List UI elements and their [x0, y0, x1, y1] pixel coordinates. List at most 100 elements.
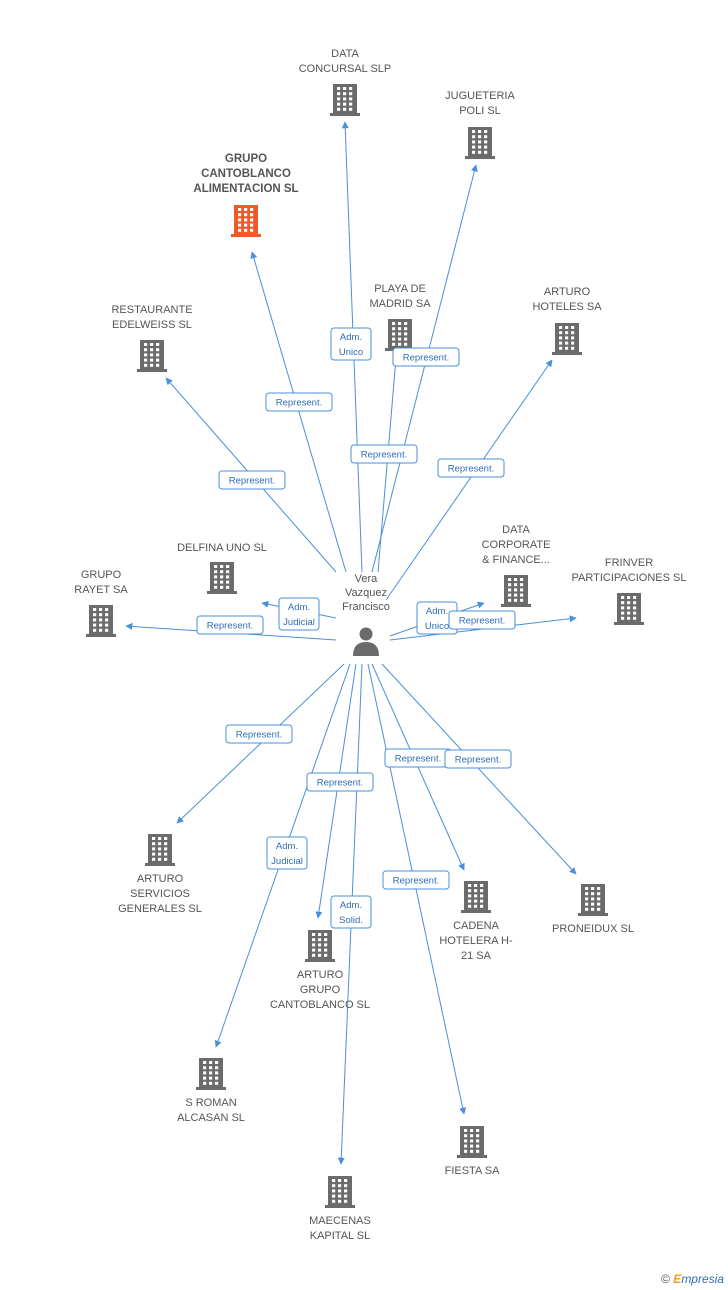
edge-label-text: Represent.	[361, 450, 407, 461]
edge-label-box	[382, 870, 450, 890]
company-node-delfina-uno[interactable]: DELFINA UNO SL	[177, 542, 267, 594]
company-name-line: DATA	[331, 48, 359, 60]
building-icon	[457, 1126, 487, 1158]
edge-label-maecenas-kapital[interactable]: Adm.Solid.	[330, 895, 372, 929]
building-icon	[465, 127, 495, 159]
building-icon	[385, 319, 415, 351]
edge-label-box	[330, 895, 372, 929]
company-name-line: FRINVER	[605, 557, 653, 569]
person-name-line: Vera	[355, 573, 379, 585]
edge-label-box	[306, 772, 374, 792]
edge-label-text: Represent.	[448, 464, 494, 475]
building-icon	[231, 205, 261, 237]
edge-label-box	[330, 327, 372, 361]
company-name-line: MAECENAS	[309, 1215, 371, 1227]
company-name-line: S ROMAN	[185, 1097, 236, 1109]
edge-label-arturo-grupo-cantoblanco[interactable]: Represent.	[306, 772, 374, 792]
edge-label-data-concursal[interactable]: Adm. Unico	[330, 327, 372, 361]
company-name-line: HOTELES SA	[532, 301, 602, 313]
company-node-maecenas-kapital[interactable]: MAECENAS KAPITAL SL	[309, 1176, 371, 1242]
edge-label-text: Unico	[425, 621, 449, 632]
company-name-line: ARTURO	[297, 969, 344, 981]
building-icon	[461, 881, 491, 913]
edge-label-playa-de-madrid[interactable]: Represent.	[350, 444, 418, 464]
company-name-line: ARTURO	[137, 873, 184, 885]
edge-label-grupo-cantoblanco-alimentacion[interactable]: Represent.	[265, 392, 333, 412]
edge-label-box	[437, 458, 505, 478]
company-node-fiesta[interactable]: FIESTA SA	[445, 1126, 500, 1177]
edge-arturo-hoteles	[385, 359, 553, 601]
edge-label-proneidux[interactable]: Represent.	[444, 749, 512, 769]
edge-label-box	[266, 836, 308, 870]
edge-label-box	[444, 749, 512, 769]
edge-proneidux	[381, 663, 577, 875]
edge-label-grupo-rayet[interactable]: Represent.	[196, 615, 264, 635]
company-name-line: DELFINA UNO SL	[177, 542, 267, 554]
edge-label-box	[196, 615, 264, 635]
building-icon	[325, 1176, 355, 1208]
edge-label-text: Judicial	[283, 617, 315, 628]
building-icon	[305, 930, 335, 962]
building-icon	[86, 605, 116, 637]
building-icon	[137, 340, 167, 372]
company-name-line: POLI SL	[459, 105, 501, 117]
edge-jugueteria-poli	[371, 164, 478, 573]
edge-label-arturo-servicios[interactable]: Represent.	[225, 724, 293, 744]
edge-label-text: Unico	[339, 347, 363, 358]
edge-label-text: Represent.	[455, 755, 501, 766]
company-name-line: 21 SA	[461, 950, 492, 962]
company-name-line: SERVICIOS	[130, 888, 190, 900]
edge-label-text: Represent.	[395, 754, 441, 765]
edge-label-box	[265, 392, 333, 412]
building-icon	[552, 323, 582, 355]
edge-label-text: Represent.	[403, 353, 449, 364]
company-node-cadena-hotelera[interactable]: CADENA HOTELERA H- 21 SA	[439, 881, 513, 962]
company-name-line: FIESTA SA	[445, 1165, 500, 1177]
company-name-line: HOTELERA H-	[439, 935, 513, 947]
company-node-proneidux[interactable]: PRONEIDUX SL	[552, 884, 634, 935]
company-node-frinver[interactable]: FRINVER PARTICIPACIONES SL	[572, 557, 687, 625]
edge-label-s-roman-alcasan[interactable]: Adm.Judicial	[266, 836, 308, 870]
company-name-line: KAPITAL SL	[310, 1230, 371, 1242]
edge-label-fiesta[interactable]: Represent.	[382, 870, 450, 890]
company-name-line: ARTURO	[544, 286, 591, 298]
company-name-line: CADENA	[453, 920, 500, 932]
company-name-line: RAYET SA	[74, 584, 128, 596]
company-name-line: GRUPO	[81, 569, 122, 581]
company-node-data-concursal[interactable]: DATA CONCURSAL SLP	[299, 48, 392, 116]
edge-label-box	[392, 347, 460, 367]
edge-label-text: Represent.	[236, 730, 282, 741]
edge-label-arturo-hoteles[interactable]: Represent.	[437, 458, 505, 478]
building-icon	[578, 884, 608, 916]
company-name-line: CONCURSAL SLP	[299, 63, 392, 75]
building-icon	[501, 575, 531, 607]
company-name-line: GRUPO	[225, 153, 267, 165]
company-node-arturo-hoteles[interactable]: ARTURO HOTELES SA	[532, 286, 602, 355]
edge-label-cadena-hotelera[interactable]: Represent.	[384, 748, 452, 768]
edge-label-box	[448, 610, 516, 630]
edge-label-jugueteria-poli[interactable]: Represent.	[392, 347, 460, 367]
edge-label-restaurante-edelweiss[interactable]: Represent.	[218, 470, 286, 490]
edge-label-delfina-uno[interactable]: Adm.Judicial	[278, 597, 320, 631]
edge-label-frinver[interactable]: Represent.	[448, 610, 516, 630]
edge-label-text: Represent.	[459, 616, 505, 627]
edge-label-box	[225, 724, 293, 744]
company-name-line: PARTICIPACIONES SL	[572, 572, 687, 584]
edge-label-text: Adm.	[340, 332, 362, 343]
company-node-grupo-rayet[interactable]: GRUPO RAYET SA	[74, 569, 128, 637]
company-name-line: & FINANCE...	[482, 554, 550, 566]
person-name-line: Vazquez	[345, 587, 387, 599]
footer-brand[interactable]: © Empresia	[661, 1272, 724, 1286]
edge-label-box	[350, 444, 418, 464]
